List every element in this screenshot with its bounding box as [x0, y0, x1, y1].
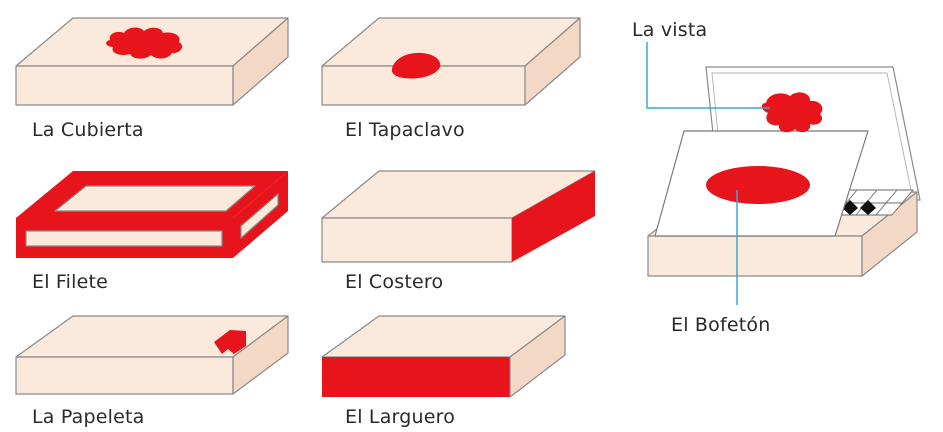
label-tapaclavo: El Tapaclavo: [345, 119, 465, 141]
label-vista: La vista: [632, 19, 708, 41]
label-bofeton: El Bofetón: [671, 314, 771, 336]
papeleta-red-mark: [214, 330, 246, 354]
tapaclavo-red-mark: [391, 52, 441, 79]
label-larguero: El Larguero: [345, 406, 456, 428]
label-filete: El Filete: [32, 271, 109, 293]
box-tapaclavo: [321, 17, 581, 106]
cubierta-red-mark: [106, 27, 183, 59]
box-cubierta: [15, 17, 289, 106]
box-filete: [16, 171, 288, 258]
open-box: [647, 66, 921, 277]
grid-dark-cell-2: [860, 200, 876, 215]
label-costero: El Costero: [345, 271, 444, 293]
vista-red-mark: [761, 92, 823, 133]
box-costero: [321, 170, 596, 263]
grid-dark-cell-1: [842, 200, 858, 215]
label-cubierta: La Cubierta: [32, 119, 144, 141]
vista-leader-line: [646, 42, 770, 109]
box-larguero: [321, 315, 566, 398]
box-papeleta: [15, 315, 289, 395]
bofeton-red-mark: [706, 166, 810, 204]
label-papeleta: La Papeleta: [32, 406, 145, 428]
